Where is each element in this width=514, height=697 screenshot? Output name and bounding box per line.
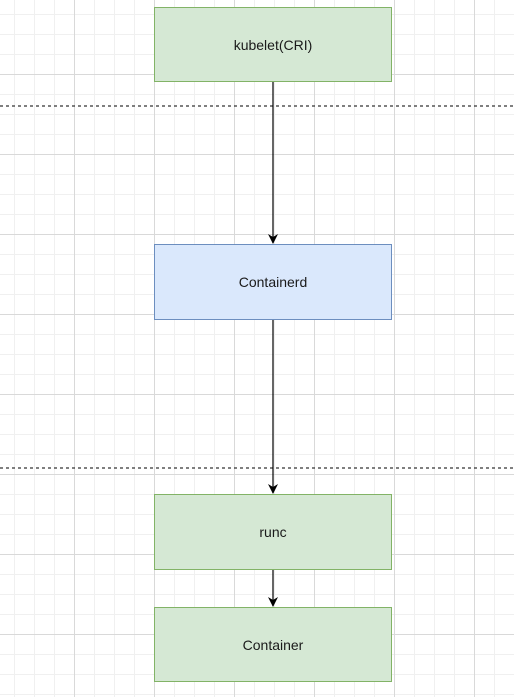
- containerd-node[interactable]: Containerd: [154, 244, 392, 320]
- runc-node[interactable]: runc: [154, 494, 392, 570]
- container-label: Container: [242, 636, 304, 653]
- container-node[interactable]: Container: [154, 607, 392, 682]
- kubelet-label: kubelet(CRI): [233, 36, 313, 53]
- kubelet-node[interactable]: kubelet(CRI): [154, 7, 392, 82]
- runc-label: runc: [259, 524, 287, 540]
- containerd-label: Containerd: [238, 274, 308, 290]
